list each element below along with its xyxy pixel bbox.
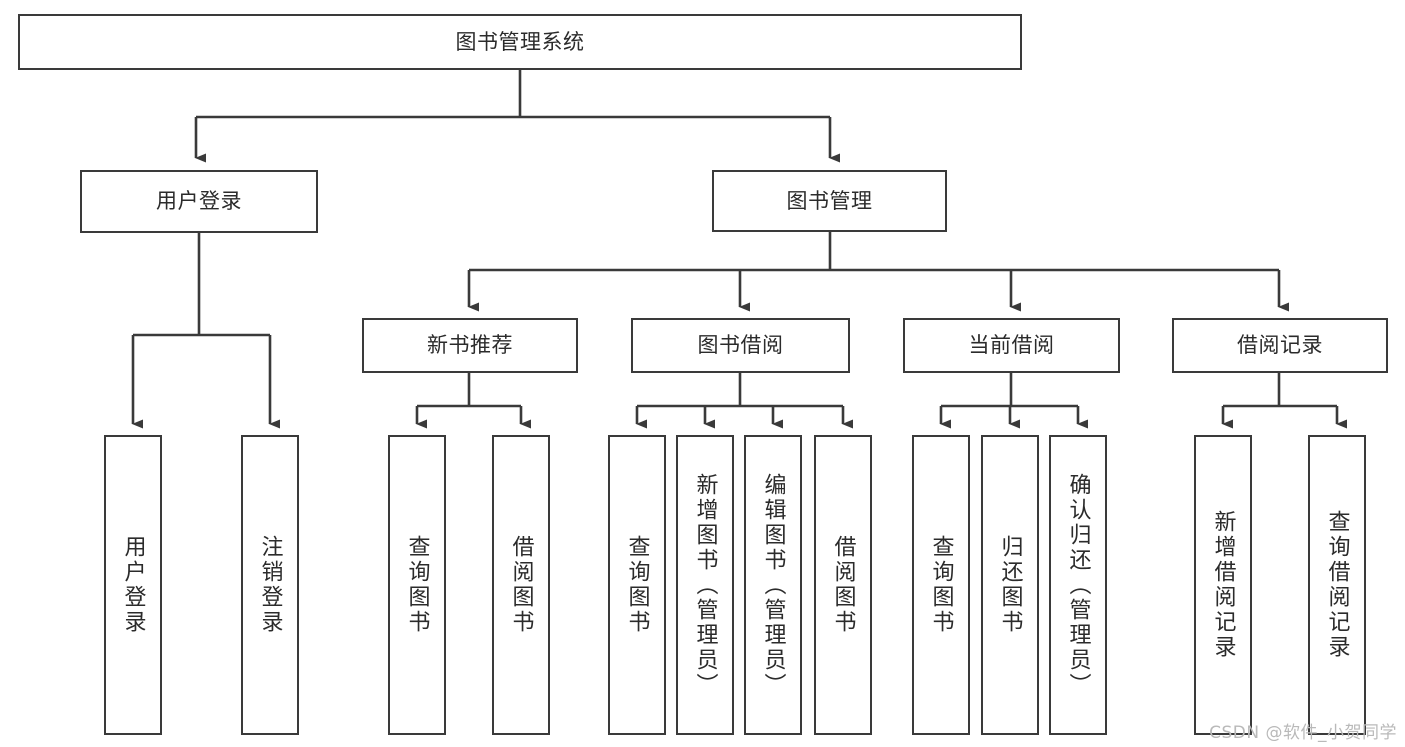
node-leaf-confirm-return-label: 确认归还（管理员） <box>1065 472 1091 698</box>
node-borrow-record[interactable]: 借阅记录 <box>1172 318 1388 373</box>
node-book-borrow[interactable]: 图书借阅 <box>631 318 850 373</box>
node-leaf-query-book-1-label: 查询图书 <box>404 535 430 635</box>
node-leaf-query-record[interactable]: 查询借阅记录 <box>1308 435 1366 735</box>
node-current-borrow-label: 当前借阅 <box>968 333 1055 358</box>
node-current-borrow[interactable]: 当前借阅 <box>903 318 1120 373</box>
node-user-login-label: 用户登录 <box>156 189 242 214</box>
node-leaf-user-login[interactable]: 用户登录 <box>104 435 162 735</box>
node-leaf-user-login-label: 用户登录 <box>120 535 146 635</box>
node-leaf-query-book-1[interactable]: 查询图书 <box>388 435 446 735</box>
node-book-management[interactable]: 图书管理 <box>712 170 947 232</box>
node-leaf-add-record[interactable]: 新增借阅记录 <box>1194 435 1252 735</box>
node-leaf-return-book-label: 归还图书 <box>997 535 1023 635</box>
node-leaf-query-record-label: 查询借阅记录 <box>1324 510 1350 660</box>
node-leaf-confirm-return[interactable]: 确认归还（管理员） <box>1049 435 1107 735</box>
node-book-management-label: 图书管理 <box>786 188 873 213</box>
node-root-system[interactable]: 图书管理系统 <box>18 14 1022 70</box>
node-user-login[interactable]: 用户登录 <box>80 170 318 233</box>
node-leaf-query-book-3-label: 查询图书 <box>928 535 954 635</box>
node-leaf-edit-book-label: 编辑图书（管理员） <box>760 472 786 698</box>
node-leaf-borrow-book-2-label: 借阅图书 <box>830 535 856 635</box>
node-leaf-add-record-label: 新增借阅记录 <box>1210 510 1236 660</box>
node-leaf-borrow-book-1-label: 借阅图书 <box>508 535 534 635</box>
node-root-system-label: 图书管理系统 <box>455 29 585 54</box>
node-leaf-add-book-label: 新增图书（管理员） <box>692 472 718 698</box>
node-leaf-add-book[interactable]: 新增图书（管理员） <box>676 435 734 735</box>
node-leaf-logout-login[interactable]: 注销登录 <box>241 435 299 735</box>
node-leaf-return-book[interactable]: 归还图书 <box>981 435 1039 735</box>
node-leaf-query-book-3[interactable]: 查询图书 <box>912 435 970 735</box>
node-leaf-borrow-book-1[interactable]: 借阅图书 <box>492 435 550 735</box>
node-new-book-recommend-label: 新书推荐 <box>427 333 513 358</box>
node-leaf-edit-book[interactable]: 编辑图书（管理员） <box>744 435 802 735</box>
node-book-borrow-label: 图书借阅 <box>697 333 784 358</box>
csdn-watermark: CSDN @软件_小贺同学 <box>1209 723 1397 743</box>
node-leaf-logout-login-label: 注销登录 <box>257 535 283 635</box>
node-new-book-recommend[interactable]: 新书推荐 <box>362 318 578 373</box>
node-leaf-borrow-book-2[interactable]: 借阅图书 <box>814 435 872 735</box>
node-borrow-record-label: 借阅记录 <box>1237 333 1323 358</box>
node-leaf-query-book-2[interactable]: 查询图书 <box>608 435 666 735</box>
node-leaf-query-book-2-label: 查询图书 <box>624 535 650 635</box>
